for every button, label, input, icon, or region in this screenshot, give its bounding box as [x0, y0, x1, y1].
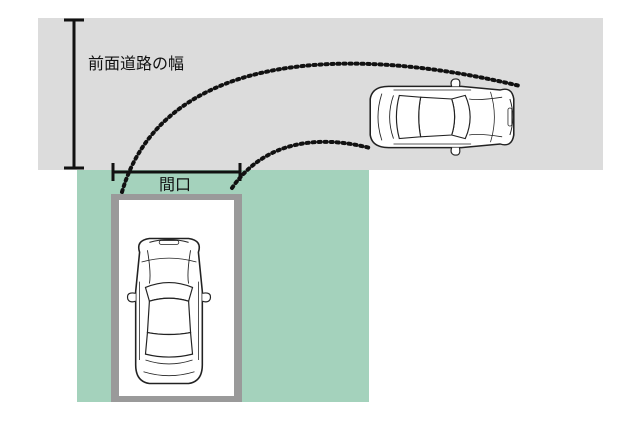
outer-trajectory: [120, 61, 522, 194]
parked-car-icon: [126, 237, 212, 385]
road-area: [38, 18, 603, 170]
inner-trajectory: [230, 139, 372, 190]
road-width-dimension: [64, 18, 84, 170]
road-width-label: 前面道路の幅: [88, 54, 184, 73]
frontage-label: 間口: [159, 175, 191, 194]
driving-car-icon: [369, 78, 515, 156]
